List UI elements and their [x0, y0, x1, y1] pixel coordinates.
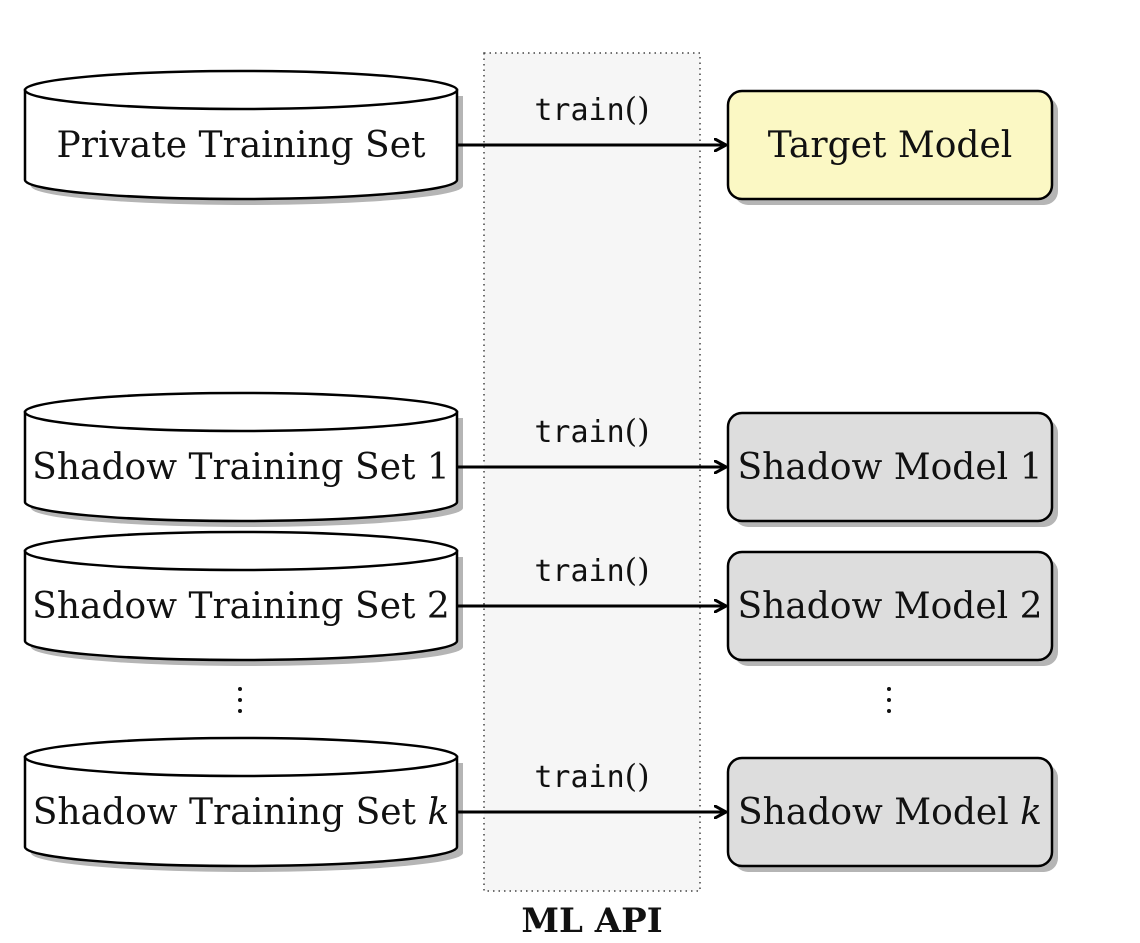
dataset-body	[23, 755, 459, 868]
dataset-ellipsis	[238, 687, 242, 713]
rows-layer: Private Training Set train() Target ModelS…	[23, 69, 1058, 872]
model-rect	[726, 89, 1054, 201]
ml-api-label: ML API	[521, 901, 662, 941]
ml-api-region: ML API	[483, 52, 701, 941]
dataset-cylinder: Shadow Training Set k	[23, 736, 463, 872]
model-label: Shadow Model 1	[737, 447, 1042, 488]
dataset-body	[23, 549, 459, 662]
dataset-cylinder: Shadow Training Set 1	[23, 391, 463, 527]
dataset-top	[23, 69, 459, 111]
shadow-model-box: Shadow Model 1	[726, 411, 1058, 527]
model-ellipsis	[887, 687, 891, 713]
target-model-box: Target Model	[726, 89, 1058, 205]
train-call-label: train()	[534, 90, 649, 128]
dataset-top	[23, 530, 459, 572]
model-label: Target Model	[768, 125, 1013, 166]
dataset-cylinder: Shadow Training Set 2	[23, 530, 463, 666]
dataset-label: Shadow Training Set 2	[32, 586, 450, 627]
dataset-label: Shadow Training Set 1	[32, 447, 450, 488]
shadow-model-box: Shadow Model k	[726, 756, 1058, 872]
dataset-body	[23, 88, 459, 201]
model-rect	[726, 756, 1054, 868]
dataset-label: Shadow Training Set k	[33, 792, 450, 833]
ml-api-box	[483, 52, 701, 892]
model-rect	[726, 550, 1054, 662]
diagram-row: Private Training Set train() Target Model	[23, 69, 1058, 205]
dataset-top	[23, 391, 459, 433]
model-rect	[726, 411, 1054, 523]
train-call-label: train()	[534, 551, 649, 589]
shadow-model-box: Shadow Model 2	[726, 550, 1058, 666]
model-label: Shadow Model k	[738, 792, 1042, 833]
diagram-row: Shadow Training Set 1 train() Shadow Model…	[23, 391, 1058, 527]
train-call-label: train()	[534, 412, 649, 450]
dataset-body	[23, 410, 459, 523]
dataset-cylinder: Private Training Set	[23, 69, 463, 205]
diagram-row: Shadow Training Set k train() Shadow Model…	[23, 736, 1058, 872]
dataset-label: Private Training Set	[57, 125, 426, 166]
train-call-label: train()	[534, 757, 649, 795]
model-label: Shadow Model 2	[737, 586, 1042, 627]
dataset-top	[23, 736, 459, 778]
diagram-row: Shadow Training Set 2 train() Shadow Model…	[23, 530, 1058, 666]
